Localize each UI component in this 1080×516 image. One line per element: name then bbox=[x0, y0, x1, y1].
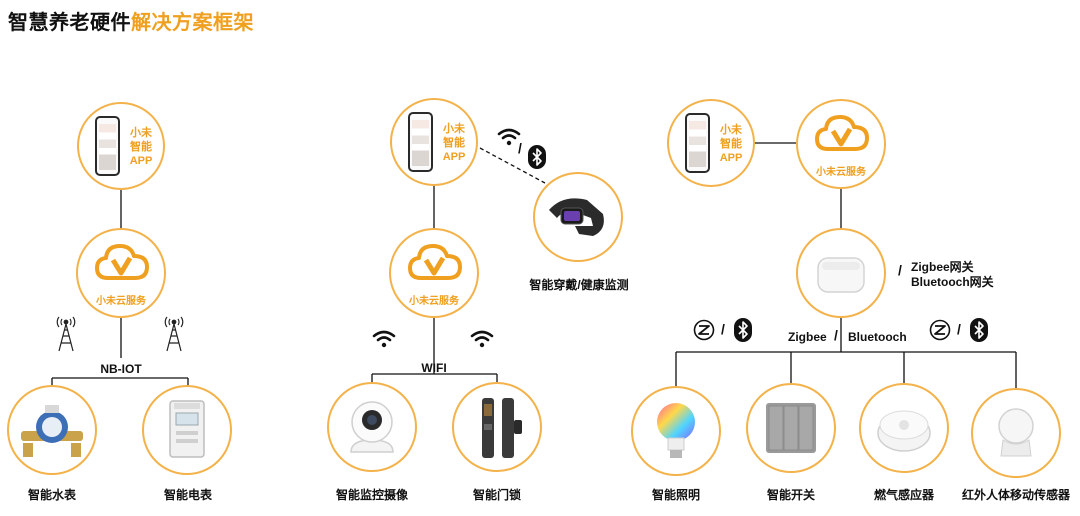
network-label-wifi: WIFI bbox=[421, 361, 447, 375]
cloud-node-col3: 小未云服务 bbox=[796, 99, 886, 189]
cloud-logo-icon bbox=[408, 244, 462, 280]
pir-sensor-icon bbox=[998, 408, 1034, 457]
app-label-line3: APP bbox=[129, 155, 153, 167]
wearable-label: 智能穿戴/健康监测 bbox=[529, 278, 629, 292]
cloud-node-col2: 小未云服务 bbox=[389, 228, 479, 318]
app-node-col1: 小未 智能 APP bbox=[77, 102, 165, 190]
cloud-label: 小未云服务 bbox=[409, 296, 459, 307]
gateway-node bbox=[796, 228, 886, 318]
antenna-icon bbox=[56, 316, 76, 352]
protocol-separator: / bbox=[957, 321, 961, 337]
title-accent: 解决方案框架 bbox=[131, 12, 254, 34]
app-label-line1: 小未 bbox=[720, 124, 742, 136]
bluetooth-icon bbox=[970, 318, 988, 342]
app-node-col3: 小未 智能 APP bbox=[667, 99, 755, 187]
zigbee-icon bbox=[693, 319, 715, 341]
cloud-node-col1: 小未云服务 bbox=[76, 228, 166, 318]
electric-meter-icon bbox=[169, 400, 205, 458]
app-label: 小未 智能 APP bbox=[715, 123, 747, 165]
cloud-logo-icon bbox=[95, 244, 149, 280]
electric-meter-node bbox=[142, 385, 232, 475]
device-label: 智能门锁 bbox=[472, 488, 522, 502]
device-label: 燃气感应器 bbox=[873, 488, 935, 502]
camera-node bbox=[327, 382, 417, 472]
title-dark: 智慧养老硬件 bbox=[8, 12, 131, 34]
wifi-icon bbox=[470, 330, 494, 348]
device-label: 智能开关 bbox=[766, 488, 816, 502]
device-label: 智能电表 bbox=[163, 488, 213, 502]
device-label: 智能监控摄像 bbox=[335, 488, 409, 502]
app-label-line3: APP bbox=[442, 151, 466, 163]
cloud-label: 小未云服务 bbox=[816, 167, 866, 178]
bus-label-bluetooth: Bluetooch bbox=[848, 330, 907, 344]
device-label: 智能照明 bbox=[651, 488, 701, 502]
water-meter-icon bbox=[21, 405, 83, 457]
smart-band-icon bbox=[549, 198, 604, 236]
app-label-line1: 小未 bbox=[130, 127, 152, 139]
phone-icon bbox=[408, 112, 433, 172]
antenna-icon bbox=[164, 316, 184, 352]
gateway-label-bluetooth: Bluetooch网关 bbox=[911, 275, 994, 289]
app-label-line2: 智能 bbox=[130, 141, 152, 153]
wifi-icon bbox=[497, 128, 521, 146]
app-label-line1: 小未 bbox=[443, 123, 465, 135]
gas-sensor-node bbox=[859, 383, 949, 473]
network-label-nbiot: NB-IOT bbox=[100, 362, 142, 376]
gas-sensor-icon bbox=[877, 410, 931, 452]
app-label: 小未 智能 APP bbox=[125, 126, 157, 168]
app-label-line3: APP bbox=[719, 152, 743, 164]
gateway-label-zigbee: Zigbee网关 bbox=[911, 260, 974, 274]
app-label-line2: 智能 bbox=[720, 138, 742, 150]
door-lock-node bbox=[452, 382, 542, 472]
motion-sensor-node bbox=[971, 388, 1061, 478]
gateway-hub-icon bbox=[817, 257, 865, 293]
page-title: 智慧养老硬件解决方案框架 bbox=[8, 6, 254, 35]
bus-separator: / bbox=[834, 327, 838, 343]
water-meter-node bbox=[7, 385, 97, 475]
wearable-node bbox=[533, 172, 623, 262]
bus-label-zigbee: Zigbee bbox=[788, 330, 827, 344]
camera-icon bbox=[350, 401, 394, 453]
wall-switch-icon bbox=[766, 403, 816, 453]
lighting-node bbox=[631, 386, 721, 476]
protocol-separator: / bbox=[721, 321, 725, 337]
bluetooth-icon bbox=[734, 318, 752, 342]
door-lock-icon bbox=[482, 398, 522, 458]
app-label-line2: 智能 bbox=[443, 137, 465, 149]
gateway-separator: / bbox=[898, 262, 902, 278]
switch-node bbox=[746, 383, 836, 473]
device-label: 红外人体移动传感器 bbox=[961, 488, 1071, 502]
bluetooth-icon bbox=[528, 145, 546, 169]
zigbee-icon bbox=[929, 319, 951, 341]
link-separator: / bbox=[518, 140, 522, 156]
smart-bulb-icon bbox=[657, 403, 695, 458]
cloud-logo-icon bbox=[815, 115, 869, 151]
phone-icon bbox=[95, 116, 120, 176]
wifi-icon bbox=[372, 330, 396, 348]
app-node-col2: 小未 智能 APP bbox=[390, 98, 478, 186]
device-label: 智能水表 bbox=[27, 488, 77, 502]
app-label: 小未 智能 APP bbox=[438, 122, 470, 164]
cloud-label: 小未云服务 bbox=[96, 296, 146, 307]
phone-icon bbox=[685, 113, 710, 173]
